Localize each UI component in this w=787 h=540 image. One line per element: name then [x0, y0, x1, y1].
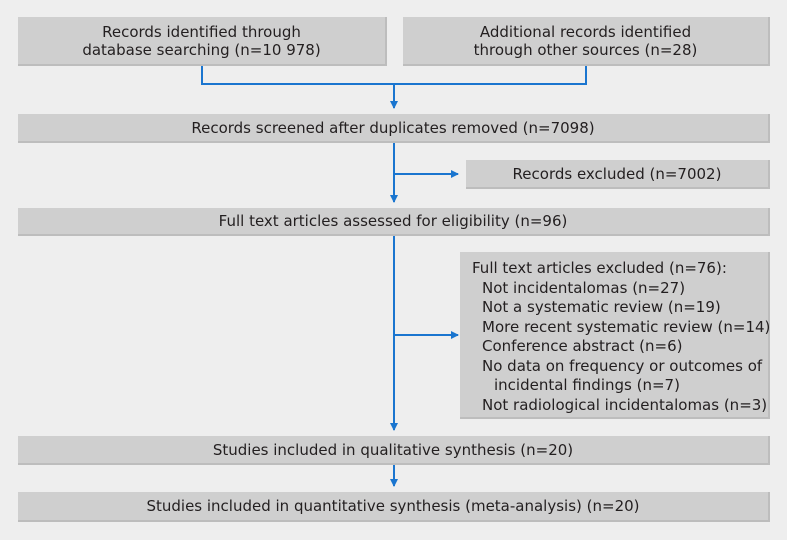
exclusion-reason: No data on frequency or outcomes of [482, 356, 763, 375]
exclusion-reason: Not incidentalomas (n=27) [482, 278, 686, 297]
other-sources-line1: Additional records identified [479, 22, 692, 41]
db-search-box: Records identified through database sear… [18, 17, 387, 66]
fulltext-excluded-title: Full text articles excluded (n=76): [472, 259, 727, 277]
fulltext-excluded-box: Full text articles excluded (n=76): Not … [460, 252, 770, 419]
screened-box: Records screened after duplicates remove… [18, 114, 770, 143]
qualitative-synthesis-label: Studies included in qualitative synthesi… [212, 440, 574, 459]
exclusion-reason: Not radiological incidentalomas (n=3) [482, 395, 768, 414]
exclusion-reason: More recent systematic review (n=14) [482, 317, 771, 336]
exclusion-reason: incidental findings (n=7) [494, 376, 680, 394]
qualitative-synthesis-box: Studies included in qualitative synthesi… [18, 436, 770, 465]
screened-label: Records screened after duplicates remove… [191, 118, 595, 137]
db-search-line2: database searching (n=10 978) [82, 40, 321, 59]
quantitative-synthesis-box: Studies included in quantitative synthes… [18, 492, 770, 522]
fulltext-assessed-label: Full text articles assessed for eligibil… [218, 212, 568, 230]
records-excluded-box: Records excluded (n=7002) [466, 160, 770, 189]
fulltext-assessed-box: Full text articles assessed for eligibil… [18, 208, 770, 236]
other-sources-box: Additional records identified through ot… [403, 17, 770, 66]
records-excluded-label: Records excluded (n=7002) [512, 164, 722, 183]
exclusion-reason: Not a systematic review (n=19) [482, 298, 721, 316]
db-search-line1: Records identified through [102, 22, 301, 41]
quantitative-synthesis-label: Studies included in quantitative synthes… [146, 497, 640, 515]
other-sources-line2: through other sources (n=28) [473, 40, 698, 59]
exclusion-reason: Conference abstract (n=6) [482, 337, 683, 355]
merge-connector [201, 66, 587, 85]
